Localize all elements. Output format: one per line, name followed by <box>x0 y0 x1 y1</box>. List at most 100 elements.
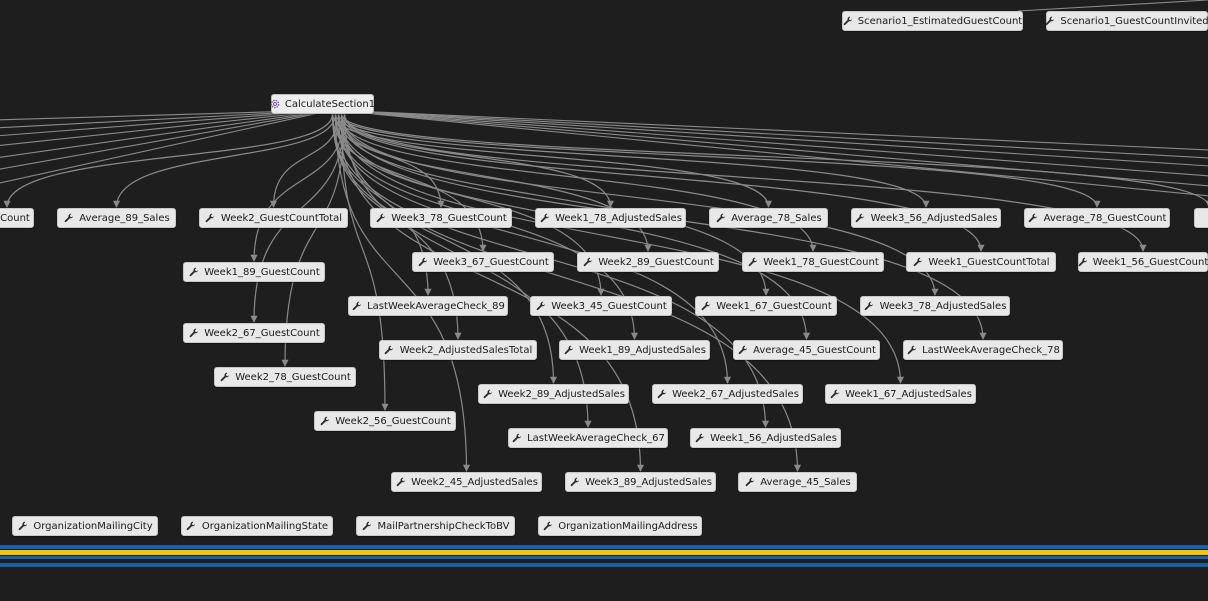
edge-calc-to-w1_67as <box>337 113 905 384</box>
node-avg78gc[interactable]: Average_78_GuestCount <box>1024 208 1170 228</box>
wrench-icon <box>563 345 574 356</box>
node-mpcbv[interactable]: MailPartnershipCheckToBV <box>356 516 515 536</box>
wrench-icon <box>1045 16 1055 27</box>
edge-offscreen <box>0 109 333 137</box>
wrench-icon <box>384 345 395 356</box>
node-label: OrganizationMailingState <box>201 520 329 532</box>
edge-calc-to-avg89s <box>112 113 337 208</box>
node-w3_56as[interactable]: Week3_56_AdjustedSales <box>851 208 1001 228</box>
node-label: Count <box>0 212 30 224</box>
node-w2_45as[interactable]: Week2_45_AdjustedSales <box>391 472 542 492</box>
node-avg45s[interactable]: Average_45_Sales <box>738 472 857 492</box>
node-scen_est[interactable]: Scenario1_EstimatedGuestCount <box>842 11 1023 31</box>
node-label: Scenario1_GuestCountInvited <box>1060 15 1208 27</box>
edge-offscreen <box>332 109 1208 167</box>
node-w3_45gc[interactable]: Week3_45_GuestCount <box>530 296 672 316</box>
node-w1_67gc[interactable]: Week1_67_GuestCount <box>695 296 837 316</box>
edge-calc-to-w1_78as <box>343 113 615 208</box>
wrench-icon <box>205 213 216 224</box>
node-label: Average_89_Sales <box>79 212 170 224</box>
edge-calc-to-count_left <box>3 113 334 208</box>
node-label: Week1_78_GuestCount <box>763 256 879 268</box>
node-w1_56gc[interactable]: Week1_56_GuestCount <box>1078 252 1208 272</box>
node-omstate[interactable]: OrganizationMailingState <box>181 516 333 536</box>
edge-calc-to-w2_89as <box>331 113 558 384</box>
node-label: Week2_AdjustedSalesTotal <box>399 344 533 356</box>
wrench-icon <box>186 521 197 532</box>
node-label: LastWeekAverageCheck_89 <box>367 300 505 312</box>
edge-calc-to-w3_78gc <box>340 113 445 208</box>
wrench-icon <box>744 477 755 488</box>
node-w2_89gc[interactable]: Week2_89_GuestCount <box>577 252 719 272</box>
wrench-icon <box>737 345 748 356</box>
node-scen_inv[interactable]: Scenario1_GuestCountInvited <box>1045 11 1208 31</box>
edge-offscreen <box>0 109 333 184</box>
node-lwac67[interactable]: LastWeekAverageCheck_67 <box>508 428 668 448</box>
node-w1_89gc[interactable]: Week1_89_GuestCount <box>183 262 325 282</box>
node-label: Week1_56_GuestCount <box>1092 256 1208 268</box>
wrench-icon <box>694 433 705 444</box>
wrench-icon <box>539 213 550 224</box>
node-w2_67as[interactable]: Week2_67_AdjustedSales <box>652 384 803 404</box>
node-w1gct[interactable]: Week1_GuestCountTotal <box>906 252 1056 272</box>
node-w1_78as[interactable]: Week1_78_AdjustedSales <box>535 208 686 228</box>
node-w3_89as[interactable]: Week3_89_AdjustedSales <box>565 472 716 492</box>
node-omaddr[interactable]: OrganizationMailingAddress <box>538 516 702 536</box>
node-w1_56as[interactable]: Week1_56_AdjustedSales <box>690 428 841 448</box>
node-label: Average_78_Sales <box>731 212 822 224</box>
node-calc[interactable]: CalculateSection1 <box>270 94 375 114</box>
node-label: Week1_GuestCountTotal <box>928 256 1050 268</box>
wrench-icon <box>188 267 199 278</box>
wrench-icon <box>864 301 875 312</box>
wrench-icon <box>843 16 853 27</box>
node-label: Week2_45_AdjustedSales <box>411 476 538 488</box>
node-label: Week2_89_GuestCount <box>598 256 714 268</box>
node-avg78s[interactable]: Average_78_Sales <box>709 208 828 228</box>
node-w2_78gc[interactable]: Week2_78_GuestCount <box>214 367 356 387</box>
node-edge_right[interactable] <box>1194 208 1208 228</box>
node-w3_67gc[interactable]: Week3_67_GuestCount <box>412 252 554 272</box>
node-label: Week1_89_AdjustedSales <box>579 344 706 356</box>
node-label: Week1_67_AdjustedSales <box>845 388 972 400</box>
edge-calc-to-w3_78as <box>340 113 939 296</box>
node-w2ast[interactable]: Week2_AdjustedSalesTotal <box>379 340 537 360</box>
node-count_left[interactable]: Count <box>0 208 34 228</box>
node-label: Week3_78_GuestCount <box>391 212 507 224</box>
node-w2_89as[interactable]: Week2_89_AdjustedSales <box>478 384 629 404</box>
wrench-icon <box>656 389 667 400</box>
node-lwac78[interactable]: LastWeekAverageCheck_78 <box>903 340 1063 360</box>
node-w1_78gc[interactable]: Week1_78_GuestCount <box>742 252 884 272</box>
node-w1_67as[interactable]: Week1_67_AdjustedSales <box>825 384 976 404</box>
node-w2gct[interactable]: Week2_GuestCountTotal <box>199 208 348 228</box>
wrench-icon <box>17 521 28 532</box>
node-label: Week2_GuestCountTotal <box>220 212 343 224</box>
node-label: Week2_67_GuestCount <box>204 327 320 339</box>
node-label: LastWeekAverageCheck_78 <box>922 344 1060 356</box>
node-avg89s[interactable]: Average_89_Sales <box>57 208 176 228</box>
node-label: Week3_89_AdjustedSales <box>585 476 712 488</box>
edge-offscreen <box>332 109 1208 159</box>
edge-scenario-offscreen <box>1017 0 1208 12</box>
node-label: Week2_56_GuestCount <box>335 415 451 427</box>
node-omcity[interactable]: OrganizationMailingCity <box>12 516 158 536</box>
edge-offscreen <box>0 109 333 147</box>
edge-calc-to-avg78s <box>331 113 773 208</box>
node-avg45gc[interactable]: Average_45_GuestCount <box>733 340 880 360</box>
node-label: Week3_56_AdjustedSales <box>870 212 998 224</box>
wrench-icon <box>747 257 758 268</box>
wrench-icon <box>542 521 553 532</box>
node-label: Week1_67_GuestCount <box>716 300 832 312</box>
node-w3_78as[interactable]: Week3_78_AdjustedSales <box>860 296 1010 316</box>
node-w2_67gc[interactable]: Week2_67_GuestCount <box>183 323 325 343</box>
wrench-icon <box>361 521 372 532</box>
node-lwac89[interactable]: LastWeekAverageCheck_89 <box>348 296 508 316</box>
node-w2_56gc[interactable]: Week2_56_GuestCount <box>314 411 456 431</box>
wrench-icon <box>188 328 199 339</box>
wrench-icon <box>700 301 711 312</box>
wrench-icon <box>582 257 593 268</box>
node-label: Week2_67_AdjustedSales <box>672 388 799 400</box>
node-w3_78gc[interactable]: Week3_78_GuestCount <box>370 208 512 228</box>
edge-calc-to-edge_right <box>340 113 1208 208</box>
node-w1_89as[interactable]: Week1_89_AdjustedSales <box>559 340 710 360</box>
